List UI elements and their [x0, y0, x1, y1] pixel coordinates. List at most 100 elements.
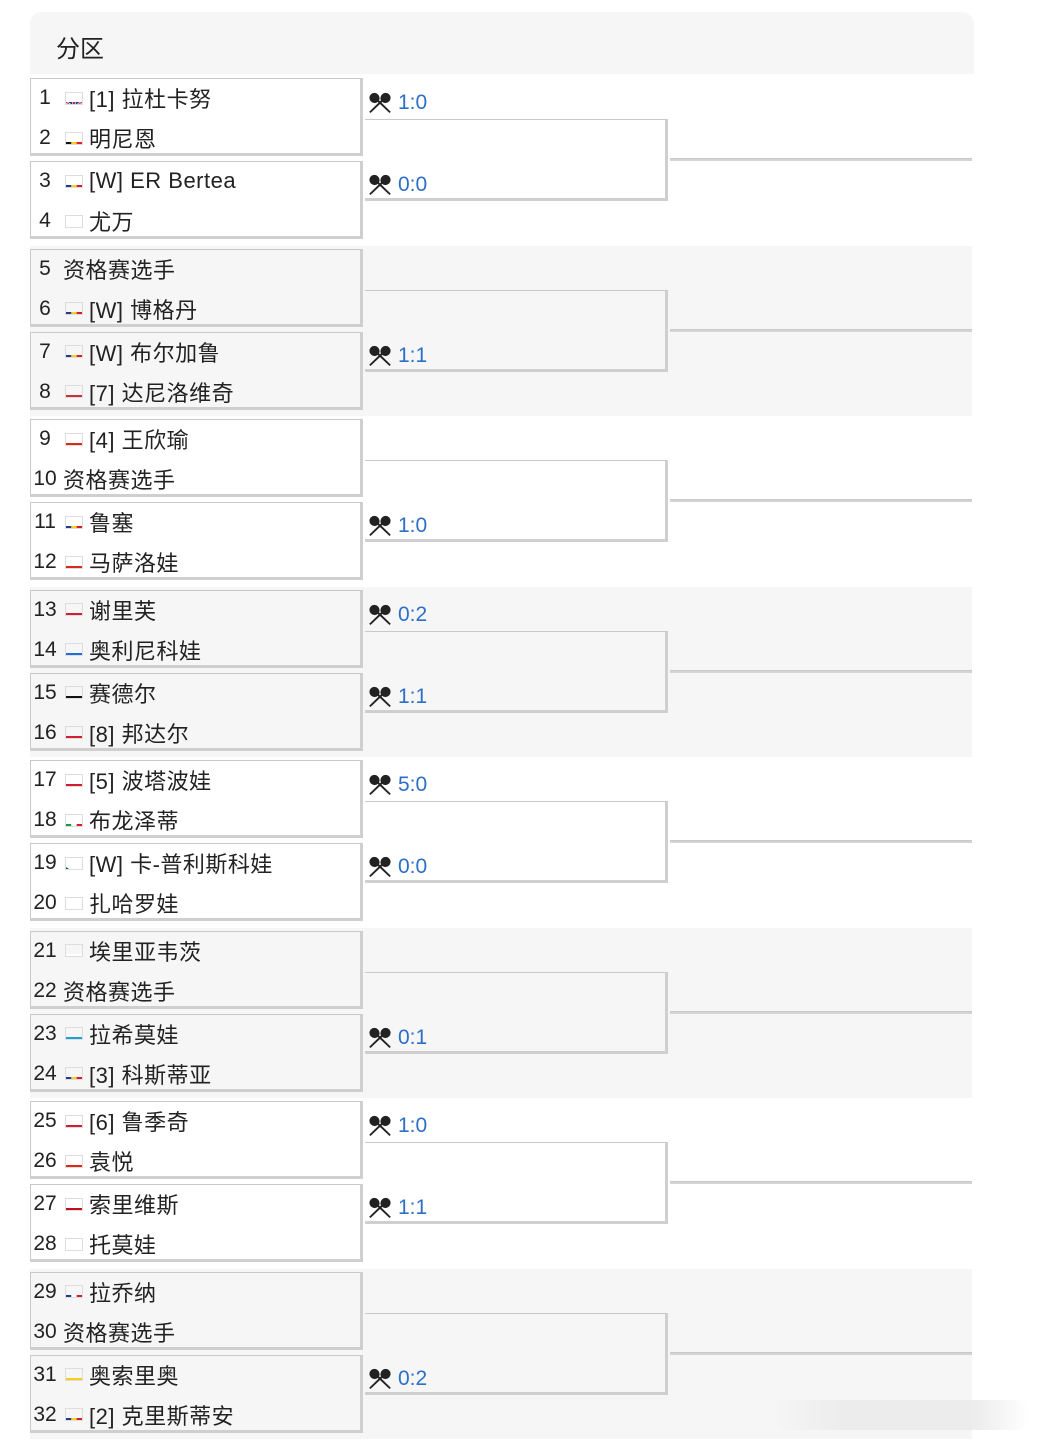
h2h-badge[interactable]: 0:2 [368, 1365, 427, 1393]
cn-flag-icon [65, 1154, 83, 1168]
player-name: [5] 波塔波娃 [89, 769, 212, 794]
player-name: 资格赛选手 [63, 257, 176, 283]
h2h-badge[interactable]: 1:0 [368, 89, 427, 117]
h2h-score[interactable]: 0:1 [398, 1025, 428, 1049]
next-round-connector [365, 1312, 668, 1395]
next-round-line [670, 328, 972, 332]
crossed-rackets-icon [368, 604, 392, 626]
draw-position: 28 [33, 1232, 57, 1255]
player-name: 赛德尔 [89, 681, 157, 707]
h2h-score[interactable]: 1:1 [398, 684, 428, 708]
draw-position: 31 [33, 1362, 57, 1386]
player-row[interactable]: 6[W] 博格丹 [30, 289, 363, 329]
player-row[interactable]: 19[W] 卡-普利斯科娃 [30, 843, 363, 883]
player-row[interactable]: 3[W] ER Bertea [30, 161, 363, 201]
player-name: 马萨洛娃 [89, 551, 180, 576]
eg-flag-icon [65, 603, 83, 616]
ro-flag-icon [65, 174, 83, 188]
match-pair [30, 843, 363, 921]
h2h-score[interactable]: 1:0 [398, 1114, 428, 1137]
draw-position: 18 [33, 808, 57, 831]
crossed-rackets-icon [368, 345, 392, 367]
at-flag-icon [65, 773, 83, 787]
draw-position: 17 [33, 768, 57, 791]
draw-position: 26 [33, 1149, 57, 1172]
si-flag-icon [65, 214, 83, 228]
h2h-badge[interactable]: 1:0 [368, 1112, 427, 1140]
draw-position: 20 [33, 891, 57, 914]
draw-position: 16 [33, 720, 57, 744]
player-row[interactable]: 24[3] 科斯蒂亚 [30, 1054, 363, 1094]
h2h-badge[interactable]: 1:1 [368, 683, 427, 711]
draw-header: 分区 [30, 12, 974, 74]
h2h-score[interactable]: 0:2 [398, 1366, 428, 1390]
match-pair [30, 1101, 363, 1179]
h2h-badge[interactable]: 0:1 [368, 1024, 427, 1052]
crossed-rackets-icon [368, 515, 392, 537]
rs-flag-icon [65, 385, 83, 398]
gb-flag-icon [65, 91, 83, 105]
player-row[interactable]: 7[W] 布尔加鲁 [30, 332, 363, 372]
match-pair [30, 589, 363, 668]
h2h-badge[interactable]: 1:0 [368, 512, 427, 540]
h2h-badge[interactable]: 0:0 [368, 171, 427, 199]
player-row[interactable]: 25[6] 鲁季奇 [30, 1101, 363, 1141]
player-name: [2] 克里斯蒂安 [89, 1403, 235, 1429]
next-round-connector [365, 630, 668, 713]
draw-position: 24 [33, 1061, 57, 1085]
h2h-score[interactable]: 1:1 [398, 1196, 428, 1219]
h2h-score[interactable]: 1:0 [398, 514, 428, 537]
draw-position: 2 [39, 126, 51, 149]
h2h-score[interactable]: 0:2 [398, 602, 428, 626]
player-row[interactable]: 16[8] 邦达尔 [30, 713, 363, 753]
match-pair [30, 672, 363, 751]
draw-position: 25 [33, 1109, 57, 1132]
h2h-badge[interactable]: 0:0 [368, 853, 427, 881]
h2h-score[interactable]: 1:0 [398, 91, 428, 114]
player-name: 资格赛选手 [63, 979, 176, 1005]
player-name: [W] ER Bertea [89, 168, 237, 193]
player-row[interactable]: 17 [5] 波塔波娃 [30, 760, 363, 800]
h2h-score[interactable]: 1:1 [398, 343, 428, 367]
h2h-badge[interactable]: 1:1 [368, 1194, 427, 1222]
player-name: 托莫娃 [89, 1233, 157, 1258]
h2h-badge[interactable]: 5:0 [368, 771, 427, 799]
h2h-score[interactable]: 5:0 [398, 773, 428, 796]
next-round-line [670, 840, 972, 843]
match-pair [30, 248, 363, 327]
next-round-connector [365, 119, 668, 201]
h2h-badge[interactable]: 0:2 [368, 601, 427, 629]
match-pair [30, 760, 363, 838]
player-row[interactable]: 28 托莫娃 [30, 1224, 363, 1264]
player-row[interactable]: 32[2] 克里斯蒂安 [30, 1395, 363, 1435]
player-name: [1] 拉杜卡努 [89, 87, 212, 112]
h2h-badge[interactable]: 1:1 [368, 342, 427, 370]
player-row[interactable]: 9[4] 王欣瑜 [30, 419, 363, 459]
draw-position: 23 [33, 1021, 57, 1045]
player-row[interactable]: 8[7] 达尼洛维奇 [30, 372, 363, 412]
player-row[interactable]: 1[1] 拉杜卡努 [30, 78, 363, 118]
h2h-score[interactable]: 0:0 [398, 173, 428, 196]
h2h-score[interactable]: 0:0 [398, 855, 428, 878]
